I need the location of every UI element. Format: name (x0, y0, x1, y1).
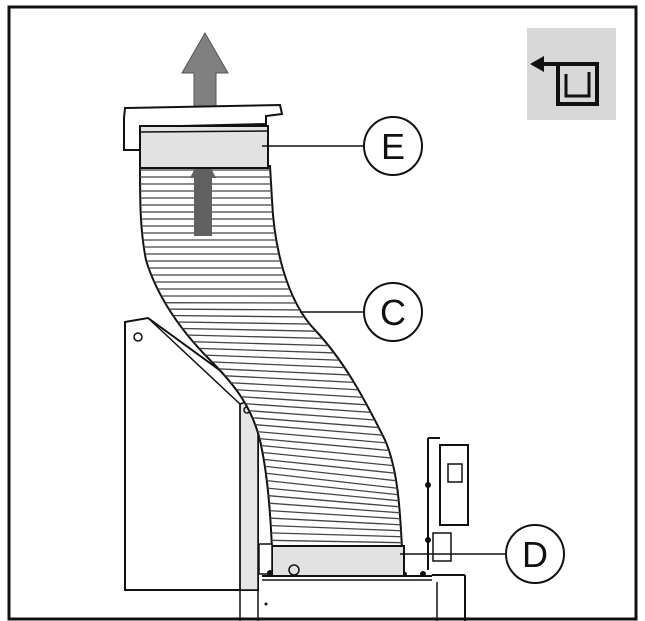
leader-lines (262, 145, 510, 555)
top-collar-part-e (123, 103, 284, 169)
svg-text:D: D (522, 534, 548, 575)
exhaust-out-icon (527, 28, 616, 120)
svg-text:C: C (380, 292, 406, 333)
side-bracket (425, 437, 469, 621)
bottom-adapter-part-d (258, 543, 432, 581)
callout-d: D (505, 524, 565, 584)
callout-c: C (363, 282, 423, 342)
diagram-frame (7, 5, 638, 621)
cabinet-body (124, 316, 268, 621)
up-arrow-icon (181, 31, 229, 113)
svg-text:E: E (381, 126, 405, 167)
callout-e: E (363, 116, 423, 176)
